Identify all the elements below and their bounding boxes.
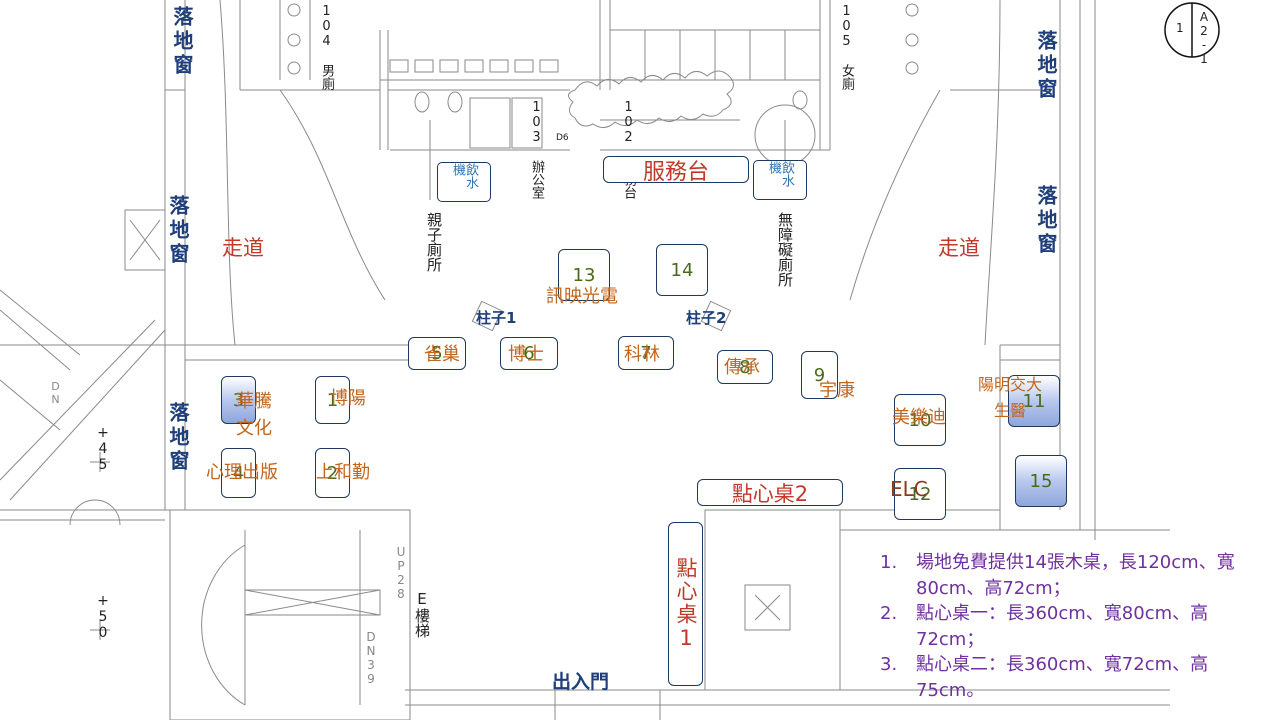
booth-10: 10: [894, 394, 946, 446]
booth-14: 14: [656, 244, 708, 296]
vendor-label: 心理出版: [206, 462, 278, 483]
office-label: 103 辦公室: [529, 100, 544, 199]
booth-3: 3: [221, 376, 256, 424]
note-text: 場地免費提供14張木桌，長120cm、寬80cm、高72cm；: [916, 552, 1235, 599]
booth-15: 15: [1015, 455, 1067, 507]
walkway-label-left: 走道: [222, 236, 264, 260]
booth-4: 4: [221, 448, 256, 498]
note-item: 3. 點心桌二：長360cm、寬72cm、高75cm。: [880, 652, 1270, 703]
vendor-label: 傳承: [724, 357, 760, 378]
booth-number: 7: [640, 342, 652, 364]
booth-5: 5: [408, 337, 466, 370]
snack-table-1: 點心桌1: [668, 522, 703, 686]
pillar-2-label: 柱子2: [686, 309, 727, 327]
vendor-label: 博士: [508, 344, 544, 365]
door-d6-label: D6: [556, 133, 569, 143]
booth-6: 6: [500, 337, 558, 370]
window-label-mid-left: 落地窗: [166, 195, 190, 267]
service-room-label: 102 服務台: [621, 100, 636, 199]
drinking-fountain-left: 飲水機: [437, 162, 491, 202]
vendor-label: 博陽: [330, 388, 366, 409]
window-label-top-right: 落地窗: [1034, 30, 1058, 102]
booth-number: 2: [326, 462, 339, 484]
vendor-label: 雀巢: [424, 344, 460, 365]
booth-number: 12: [908, 483, 932, 505]
drinking-fountain-right: 飲水機: [753, 160, 807, 200]
booth-9: 9: [801, 351, 838, 399]
walkway-label-right: 走道: [938, 236, 980, 260]
ramp-down-label: DN: [49, 380, 62, 406]
drinking-fountain-left-label: 飲水機: [450, 163, 478, 189]
snack-table-2: 點心桌2: [697, 479, 843, 506]
booth-number: 3: [232, 389, 245, 411]
stair-up-label: UP28: [394, 545, 408, 601]
booth-number: 11: [1022, 390, 1046, 412]
sheet-ref-label: A2-1: [1197, 10, 1211, 66]
vendor-label: 科林: [624, 344, 660, 365]
booth-7: 7: [618, 336, 674, 370]
booth-11: 11: [1008, 375, 1060, 427]
stair-down-label: DN39: [364, 630, 378, 686]
entrance-label: 出入門: [552, 671, 610, 693]
booth-number: 8: [739, 356, 751, 378]
booth-12: 12: [894, 468, 946, 520]
vendor-label: ELC: [890, 477, 928, 501]
vendor-label: 訊映光電: [546, 286, 618, 307]
note-number: 3.: [880, 654, 898, 675]
note-number: 1.: [880, 552, 898, 573]
family-restroom-label: 親子廁所: [425, 212, 443, 272]
booth-number: 1: [326, 389, 339, 411]
vendor-label: 上和勤: [316, 462, 370, 483]
notes-list: 1. 場地免費提供14張木桌，長120cm、寬80cm、高72cm； 2. 點心桌一…: [880, 550, 1270, 703]
vendor-label: 美樂迪: [892, 407, 946, 428]
booth-2: 2: [315, 448, 350, 498]
booth-number: 6: [523, 343, 535, 364]
pillar-1-label: 柱子1: [476, 309, 517, 327]
booth-number: 14: [670, 259, 694, 281]
booth-number: 10: [908, 409, 932, 431]
men-restroom-label: 104 男廁: [319, 4, 334, 90]
window-label-mid-right: 落地窗: [1034, 185, 1058, 257]
window-label-low-left: 落地窗: [166, 402, 190, 474]
booth-number: 4: [232, 462, 245, 484]
level-mark-b: +50: [95, 593, 111, 641]
booth-number: 5: [431, 343, 443, 364]
snack-table-2-label: 點心桌2: [731, 481, 809, 506]
accessible-restroom-label: 無障礙廁所: [776, 212, 794, 287]
stair-label: E樓梯: [413, 590, 431, 638]
booth-8: 8: [717, 350, 773, 384]
sheet-number-label: 1: [1176, 21, 1184, 35]
booth-13: 13: [558, 249, 610, 301]
booth-1: 1: [315, 376, 350, 424]
window-label-top-left: 落地窗: [170, 6, 194, 78]
note-item: 1. 場地免費提供14張木桌，長120cm、寬80cm、高72cm；: [880, 550, 1270, 601]
vendor-label: 宇康: [819, 380, 855, 401]
vendor-label: 陽明交大 生醫: [978, 375, 1043, 420]
note-item: 2. 點心桌一：長360cm、寬80cm、高72cm；: [880, 601, 1270, 652]
note-number: 2.: [880, 603, 898, 624]
note-text: 點心桌二：長360cm、寬72cm、高75cm。: [916, 654, 1209, 701]
women-restroom-label: 105 女廁: [839, 4, 854, 90]
booth-number: 13: [572, 264, 596, 286]
booth-number: 15: [1029, 470, 1053, 492]
drinking-fountain-right-label: 飲水機: [766, 161, 794, 187]
booth-number: 9: [813, 364, 826, 386]
snack-table-1-label: 點心桌1: [674, 556, 698, 652]
vendor-label: 華騰 文化: [236, 391, 272, 439]
service-desk-label: 服務台: [642, 159, 709, 185]
level-mark-a: +45: [95, 425, 111, 473]
service-desk: 服務台: [603, 156, 749, 185]
note-text: 點心桌一：長360cm、寬80cm、高72cm；: [916, 603, 1209, 650]
